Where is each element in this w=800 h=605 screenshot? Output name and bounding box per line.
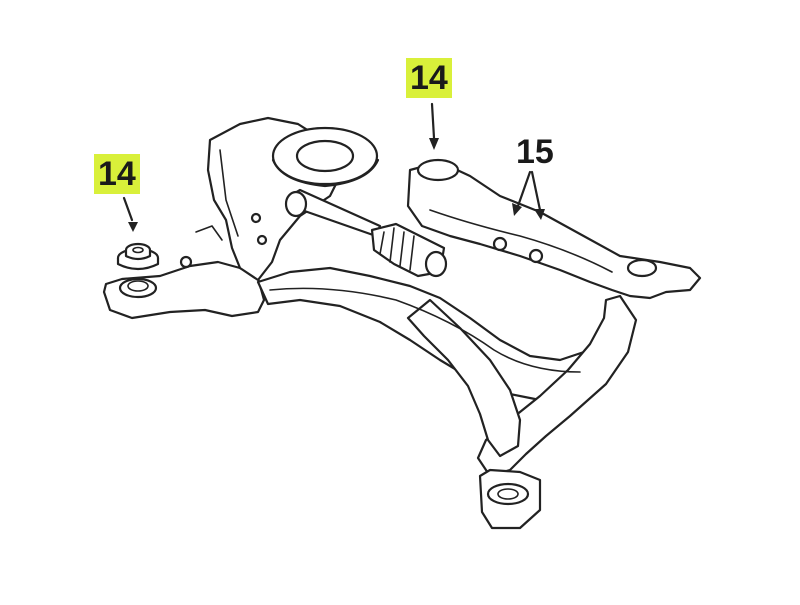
callout-14-left: 14 bbox=[94, 154, 140, 194]
subframe-body bbox=[102, 116, 702, 530]
leader-line-top bbox=[430, 102, 436, 140]
arrowhead-15a bbox=[512, 203, 522, 216]
leader-arrows bbox=[122, 102, 545, 232]
mount-bushing-part bbox=[116, 242, 160, 271]
callout-15: 15 bbox=[516, 133, 554, 171]
arrowhead-15b bbox=[534, 209, 545, 220]
arrowhead-left bbox=[128, 222, 138, 232]
callout-14-top: 14 bbox=[406, 58, 452, 98]
leader-line-15a bbox=[516, 170, 532, 208]
leader-line-left bbox=[122, 196, 134, 222]
leader-line-15b bbox=[530, 170, 542, 212]
arrowhead-top bbox=[429, 138, 439, 150]
